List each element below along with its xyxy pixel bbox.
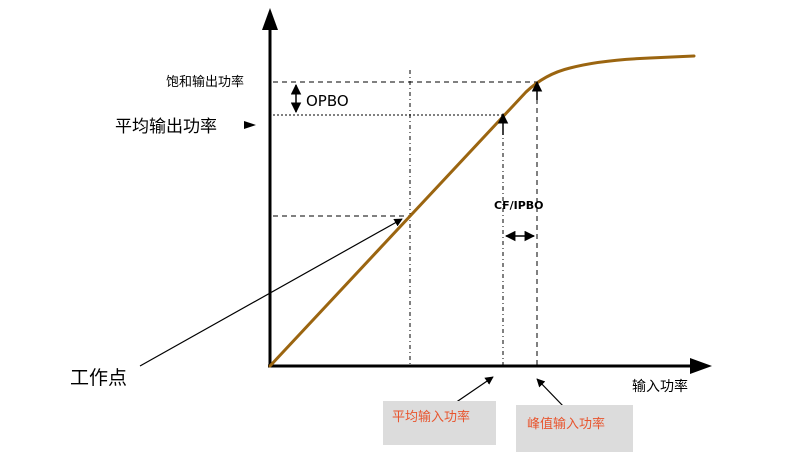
guide-lines: [273, 70, 538, 366]
average-input-label: 平均输入功率: [392, 409, 470, 425]
peak-input-label: 峰值输入功率: [527, 416, 605, 432]
average-input-box: [383, 401, 496, 445]
peak-input-box: [516, 405, 633, 452]
opbo-label: OPBO: [306, 92, 349, 110]
average-output-label: 平均输出功率: [115, 117, 217, 137]
peak-input-leader: [536, 378, 566, 409]
x-axis-arrowhead: [690, 358, 712, 374]
input-power-axis-label: 输入功率: [632, 378, 688, 395]
saturated-output-label: 饱和输出功率: [166, 74, 244, 90]
y-axis-arrowhead: [262, 8, 278, 30]
cf-ipbo-label: CF/IPBO: [494, 199, 544, 212]
operating-point-leader: [139, 218, 403, 367]
operating-point-label: 工作点: [70, 367, 127, 389]
average-input-leader: [454, 376, 494, 404]
average-output-pointer: [244, 121, 256, 129]
